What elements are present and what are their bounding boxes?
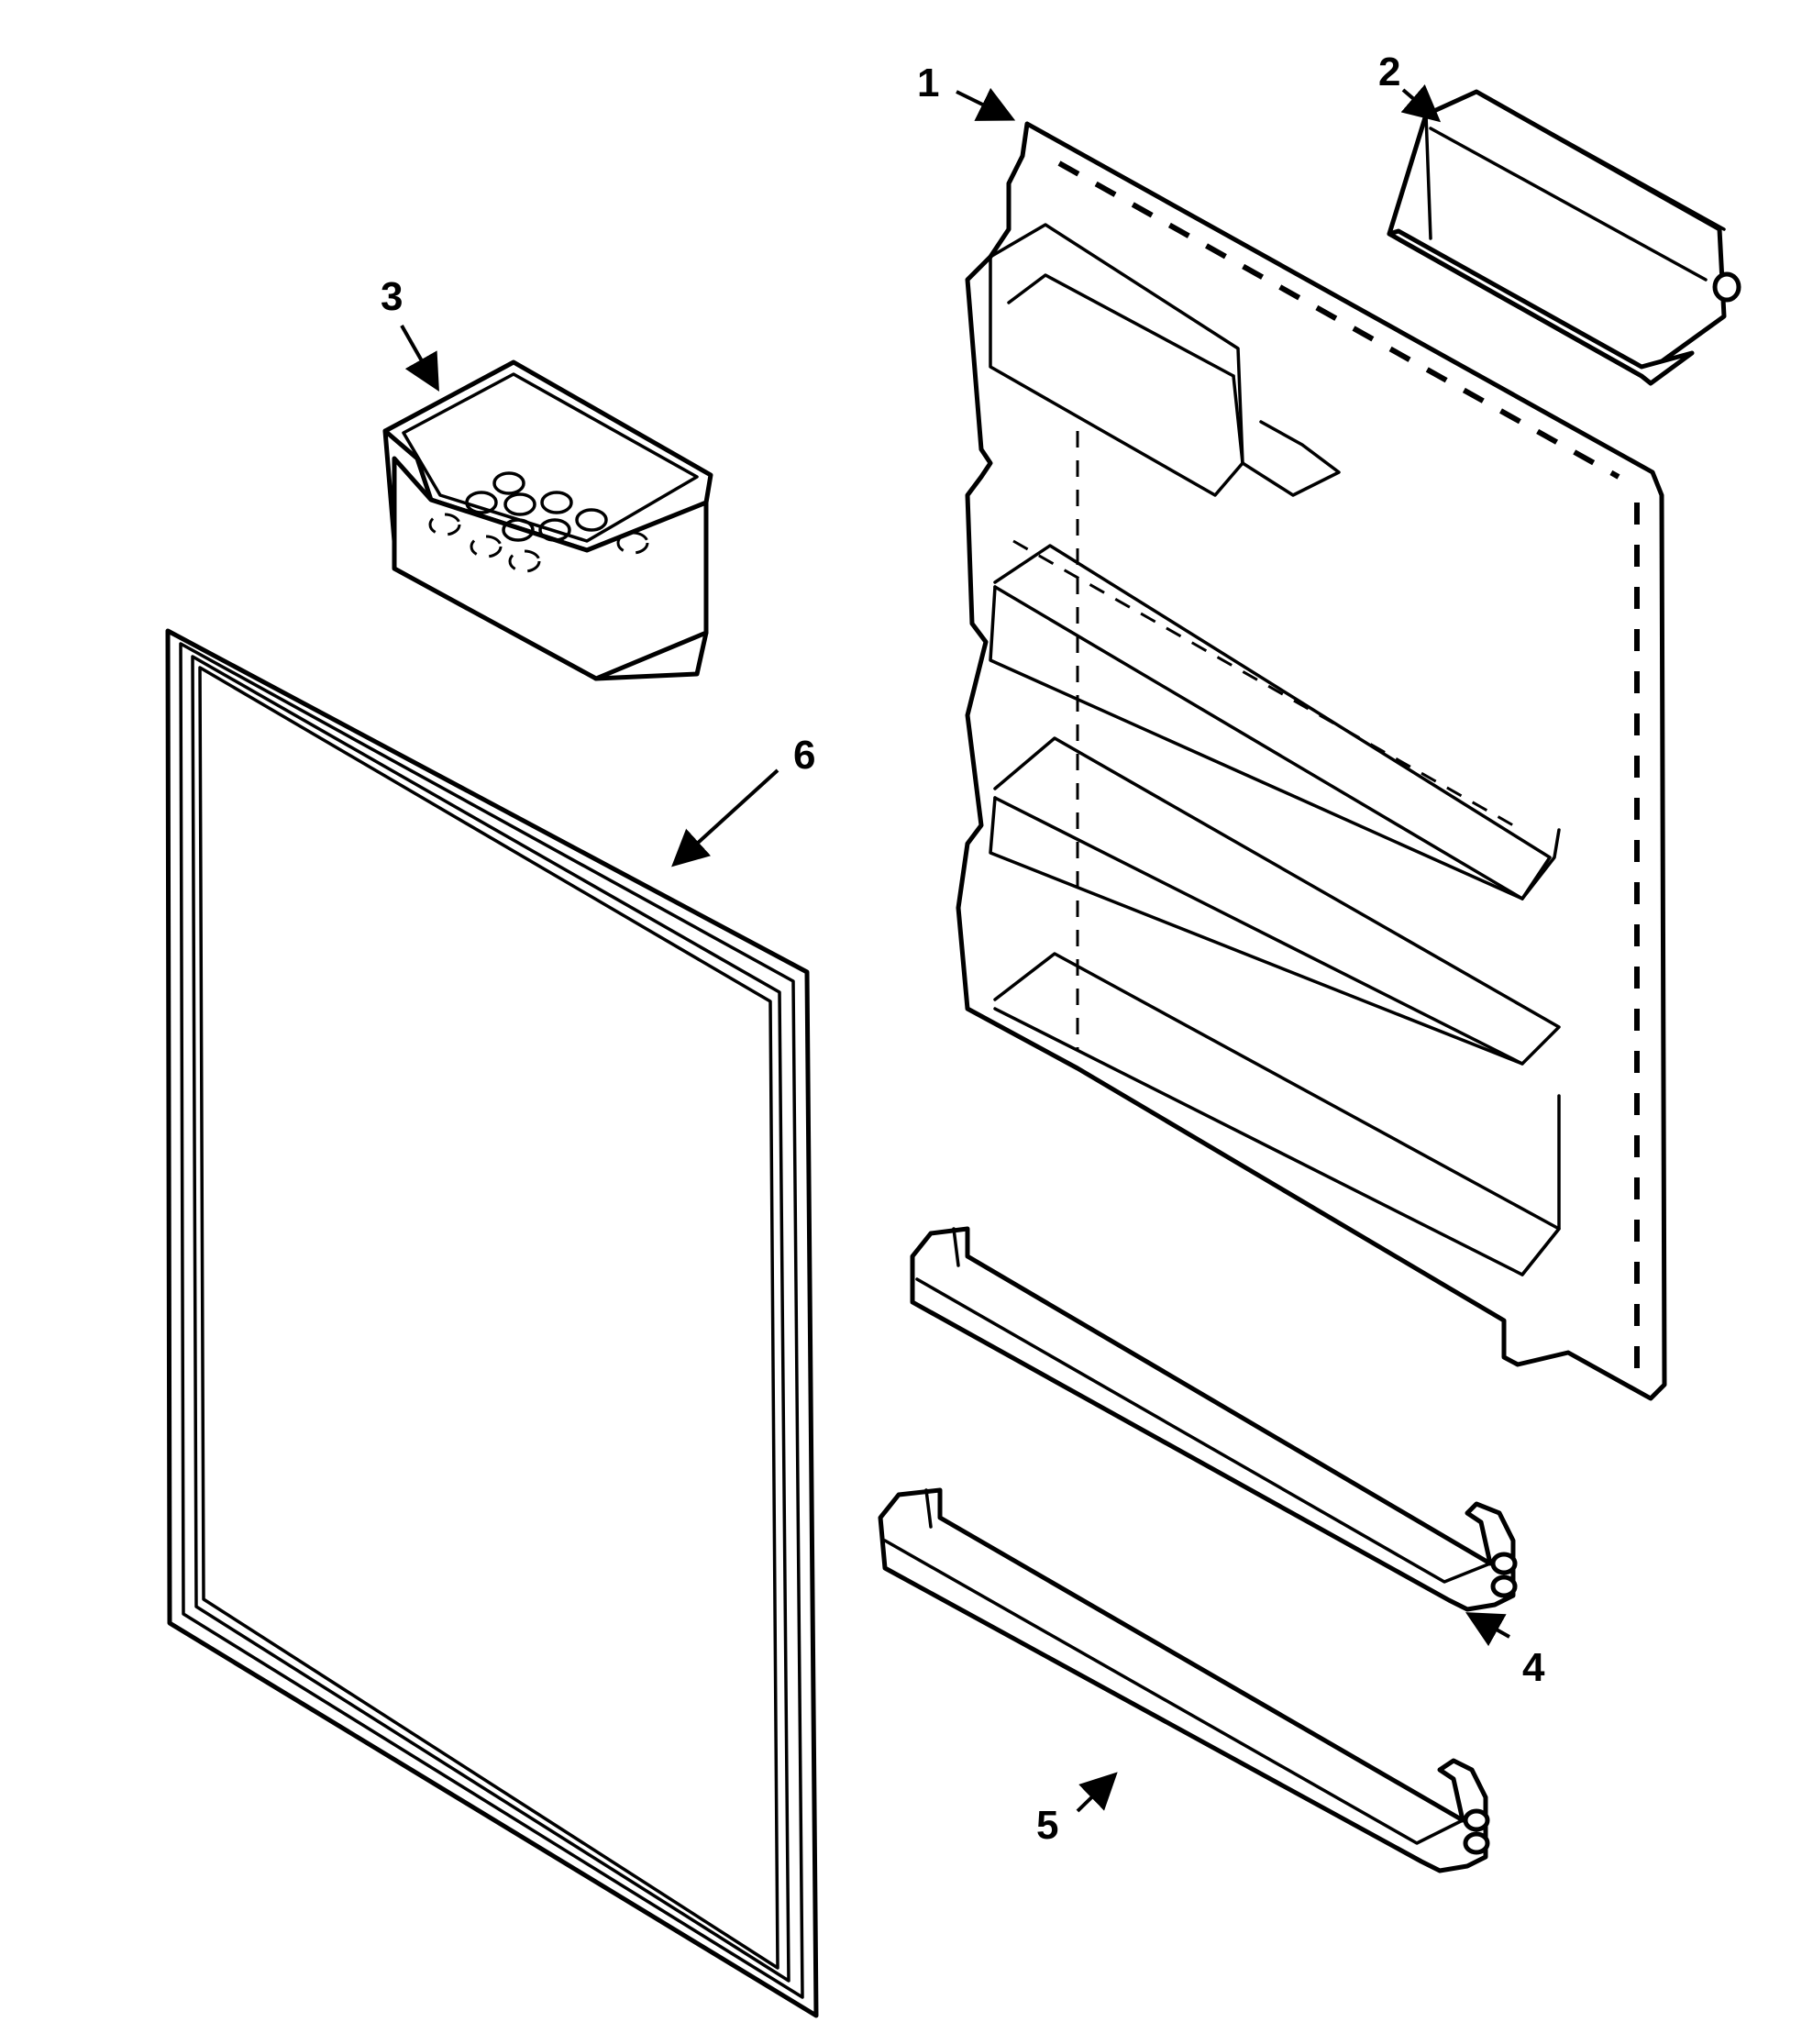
door-liner	[956, 121, 1667, 1401]
leader-6	[671, 768, 779, 867]
dairy-compartment	[1387, 89, 1741, 386]
leader-5	[1076, 1772, 1118, 1813]
leader-2	[1400, 83, 1442, 123]
leader-3	[400, 325, 439, 392]
leader-lines	[400, 83, 1510, 1813]
lower-door-bar	[878, 1487, 1490, 1873]
callout-labels: 1 2 3 4 5 6	[381, 50, 1545, 1848]
callout-2: 2	[1378, 50, 1400, 94]
door-gasket	[165, 628, 819, 2018]
callout-6: 6	[793, 733, 815, 778]
leader-1	[956, 87, 1016, 121]
callout-3: 3	[381, 274, 403, 319]
small-bin	[382, 359, 713, 681]
upper-door-bar	[910, 1226, 1518, 1612]
callout-4: 4	[1522, 1645, 1545, 1690]
leader-4	[1465, 1612, 1510, 1647]
callout-5: 5	[1036, 1803, 1058, 1848]
callout-1: 1	[917, 61, 939, 105]
